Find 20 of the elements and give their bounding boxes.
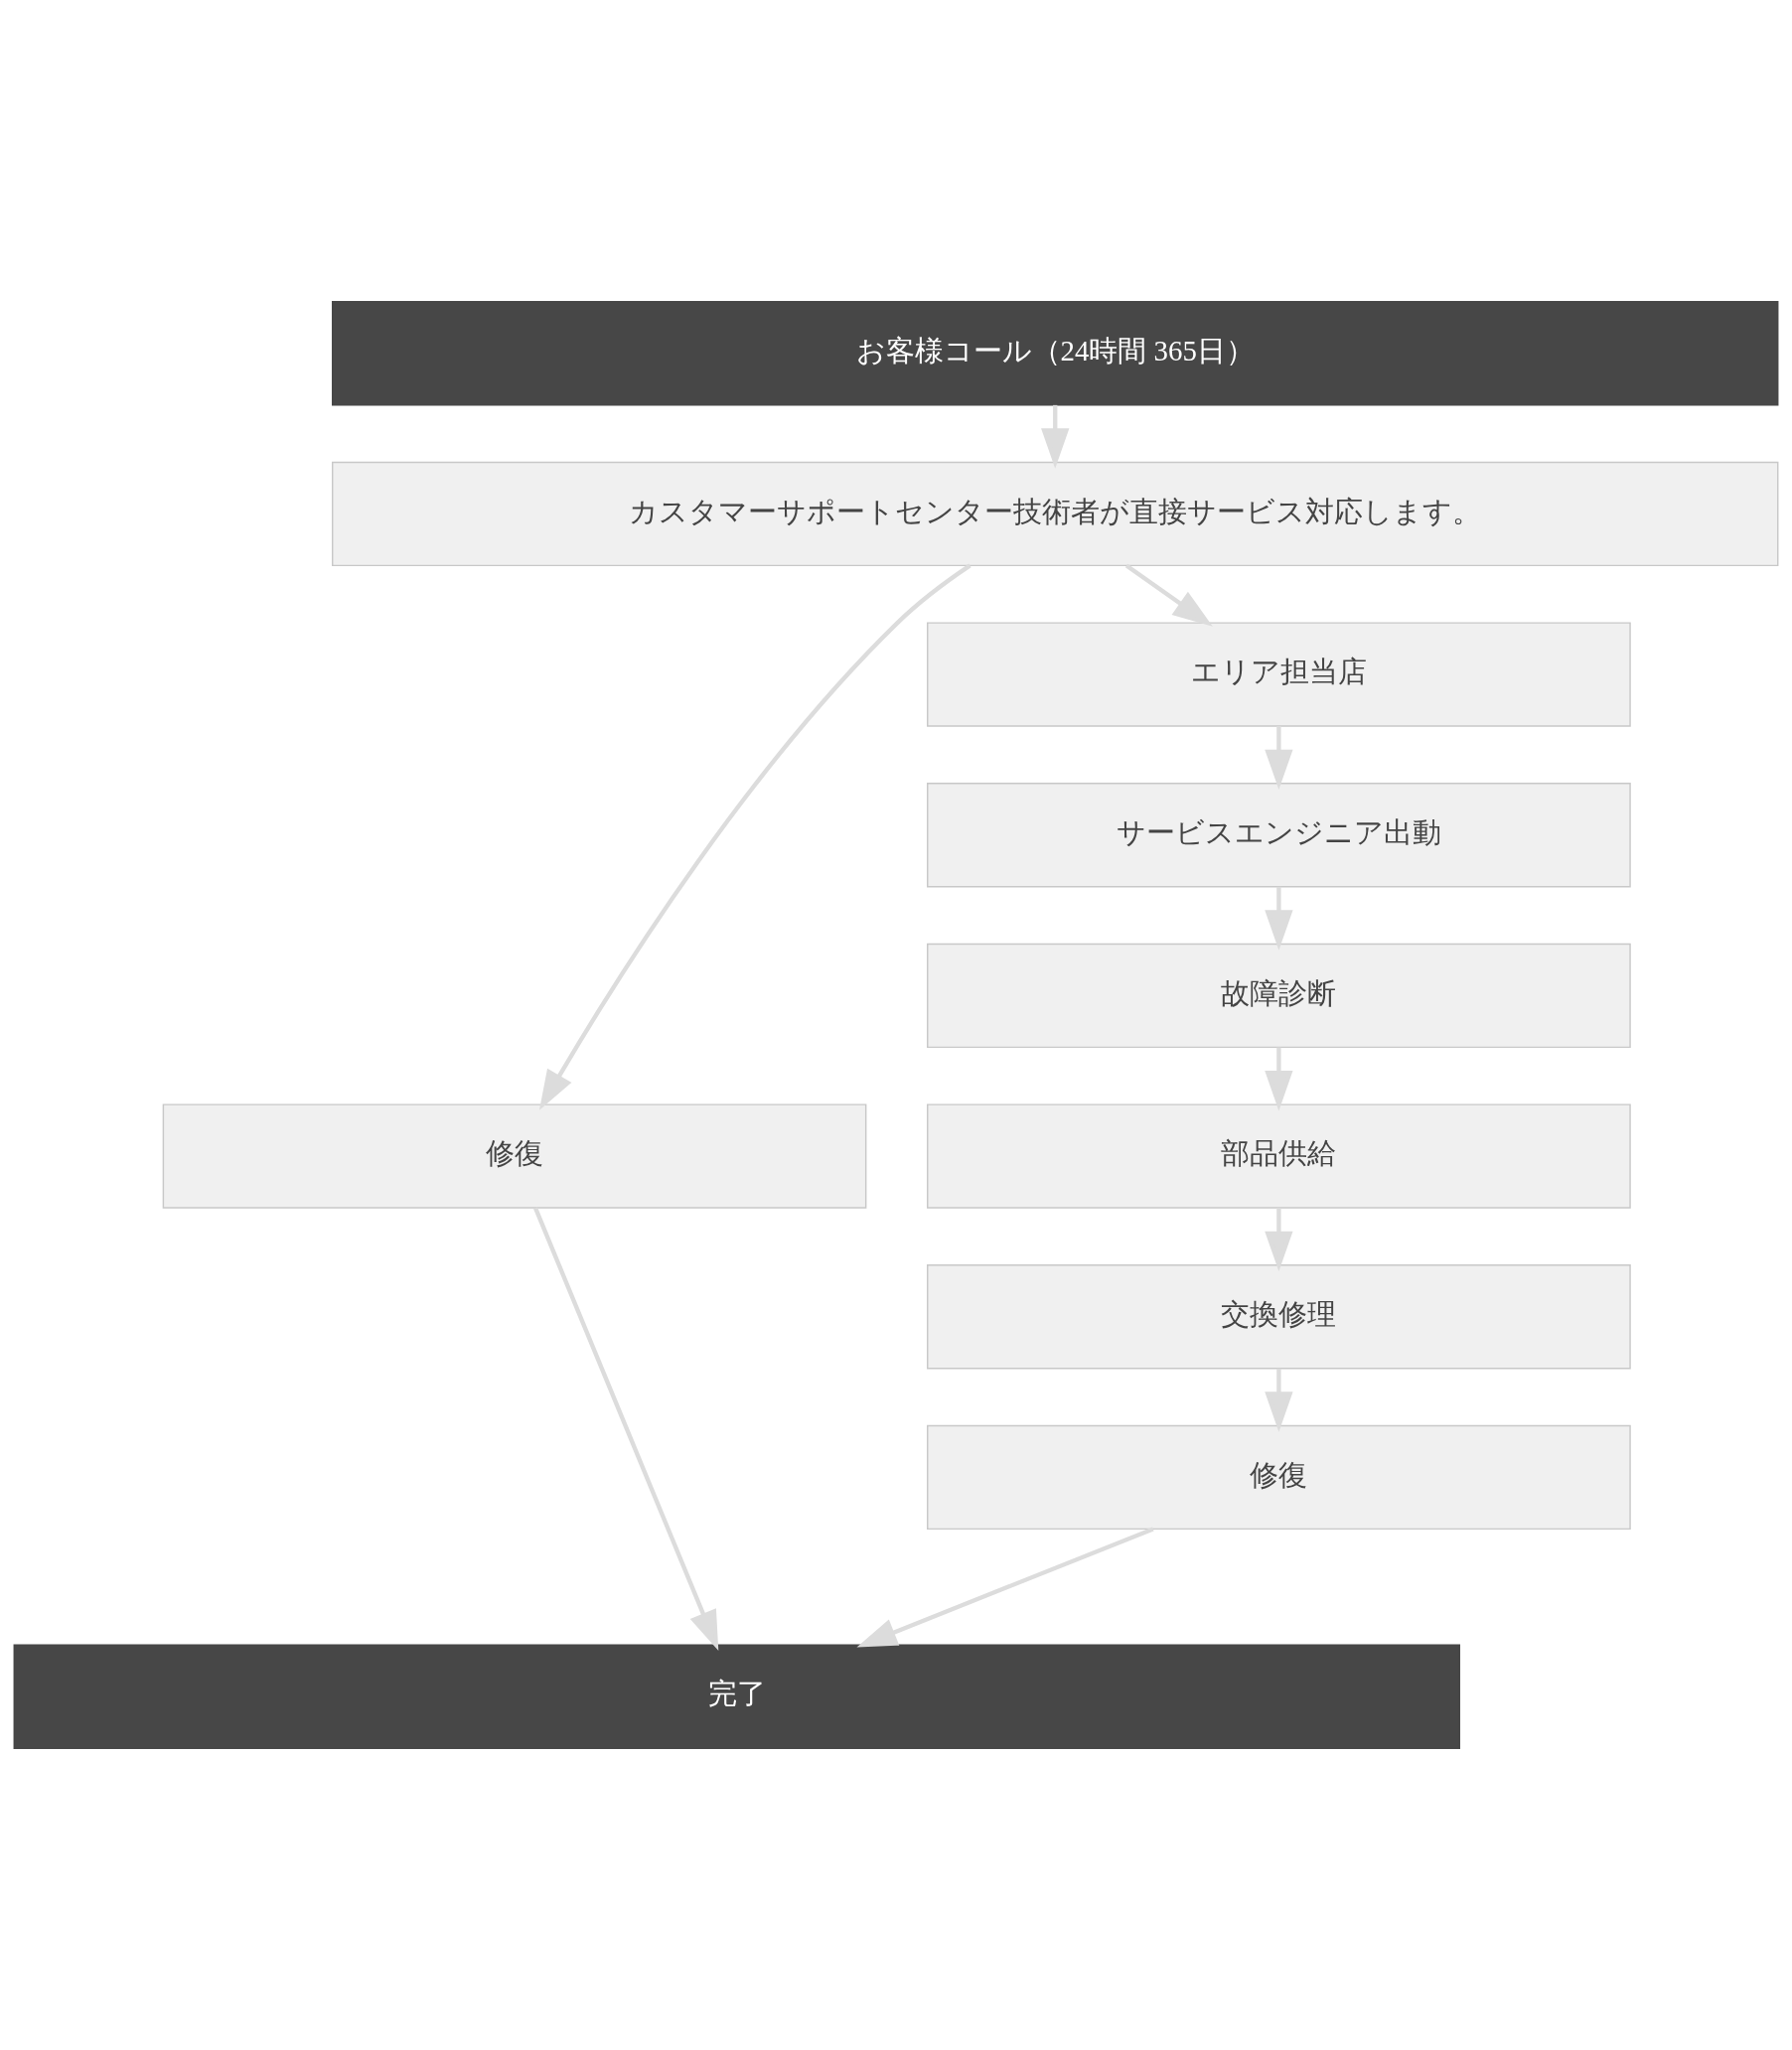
node-box: 完了	[13, 1644, 1460, 1749]
arrow	[538, 563, 971, 1110]
node-box: 修復	[927, 1424, 1631, 1531]
node-box: カスタマーサポートセンター技術者が直接サービス対応します。	[332, 461, 1779, 567]
node-box: 交換修理	[927, 1264, 1631, 1370]
arrow	[1265, 1208, 1293, 1272]
node-box: エリア担当店	[927, 622, 1631, 727]
node-box: サービスエンジニア出動	[927, 783, 1631, 888]
node-box: お客様コール（24時間 365日）	[332, 301, 1779, 406]
arrow	[1124, 563, 1213, 627]
arrow	[1041, 404, 1070, 469]
node-box: 部品供給	[927, 1103, 1631, 1209]
arrow	[1265, 726, 1293, 791]
arrow	[1265, 886, 1293, 951]
arrow	[1265, 1368, 1293, 1432]
arrow	[533, 1207, 719, 1652]
arrow	[856, 1527, 1154, 1648]
arrow	[1265, 1047, 1293, 1111]
node-box: 修復	[162, 1103, 867, 1209]
node-box: 故障診断	[927, 943, 1631, 1049]
